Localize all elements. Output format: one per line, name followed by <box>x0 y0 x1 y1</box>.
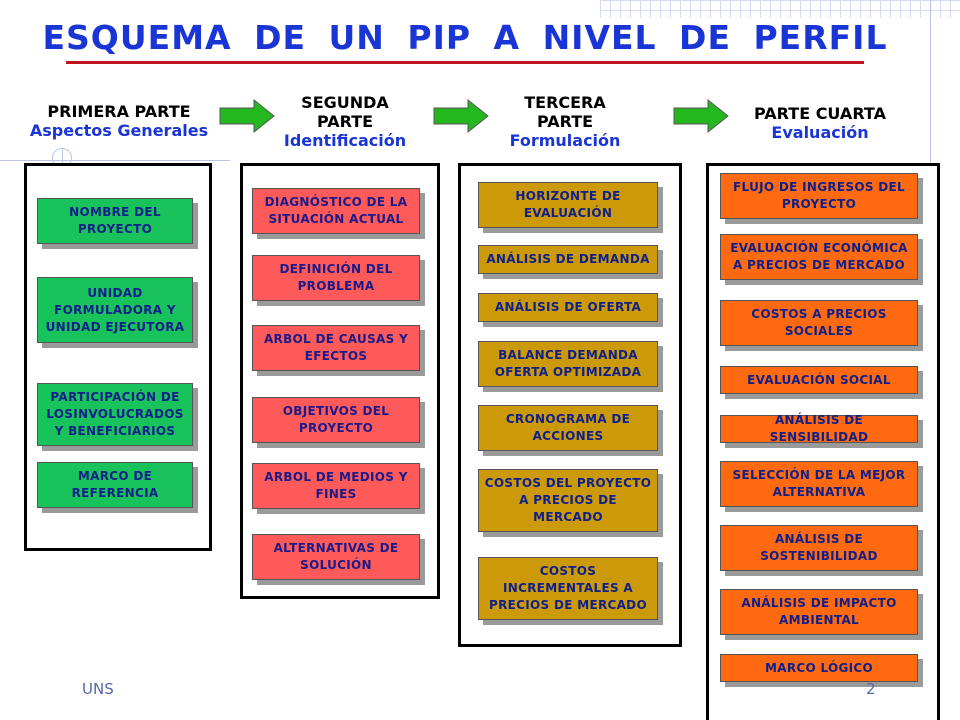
heading-subtitle: Formulación <box>509 131 621 150</box>
slide-title: ESQUEMA DE UN PIP A NIVEL DE PERFIL <box>42 18 888 57</box>
heading-title: PARTE CUARTA <box>754 104 886 123</box>
item-box: EVALUACIÓN SOCIAL <box>720 366 918 394</box>
item-box: ANÁLISIS DE OFERTA <box>478 293 658 322</box>
item-box: SELECCIÓN DE LA MEJOR ALTERNATIVA <box>720 461 918 507</box>
item-box: FLUJO DE INGRESOS DEL PROYECTO <box>720 173 918 219</box>
item-box: COSTOS DEL PROYECTO A PRECIOS DE MERCADO <box>478 469 658 532</box>
column-segunda-parte <box>240 163 440 599</box>
item-box: EVALUACIÓN ECONÓMICA A PRECIOS DE MERCAD… <box>720 234 918 280</box>
arrow-right-icon <box>433 98 489 134</box>
item-box: ANÁLISIS DE DEMANDA <box>478 245 658 274</box>
footer-label: UNS <box>82 680 114 698</box>
title-underline <box>66 61 864 64</box>
item-box: MARCO LÓGICO <box>720 654 918 682</box>
item-box: ANÁLISIS DE SENSIBILIDAD <box>720 413 918 444</box>
item-box: OBJETIVOS DEL PROYECTO <box>252 397 420 443</box>
item-box: HORIZONTE DE EVALUACIÓN <box>478 182 658 228</box>
item-box: DEFINICIÓN DEL PROBLEMA <box>252 255 420 301</box>
decorative-line <box>0 160 230 161</box>
item-box: MARCO DE REFERENCIA <box>37 462 193 508</box>
item-box: COSTOS A PRECIOS SOCIALES <box>720 300 918 346</box>
heading-title-line2: PARTE <box>536 112 594 131</box>
heading-title-line2: PARTE <box>316 112 374 131</box>
heading-subtitle: Aspectos Generales <box>29 121 209 140</box>
item-box: DIAGNÓSTICO DE LA SITUACIÓN ACTUAL <box>252 188 420 234</box>
item-box: ARBOL DE CAUSAS Y EFECTOS <box>252 325 420 371</box>
heading-primera-parte: PRIMERA PARTE Aspectos Generales <box>22 102 216 140</box>
item-box: UNIDAD FORMULADORA Y UNIDAD EJECUTORA <box>37 277 193 343</box>
heading-title: PRIMERA PARTE <box>47 102 191 121</box>
heading-subtitle: Evaluación <box>771 123 869 142</box>
heading-segunda-parte: SEGUNDA PARTE Identificación <box>270 93 420 150</box>
item-box: PARTICIPACIÓN DE LOSINVOLUCRADOS Y BENEF… <box>37 383 193 446</box>
item-box: ANÁLISIS DE SOSTENIBILIDAD <box>720 525 918 571</box>
heading-tercera-parte: TERCERA PARTE Formulación <box>490 93 640 150</box>
heading-title: TERCERA <box>524 93 606 112</box>
item-box: ARBOL DE MEDIOS Y FINES <box>252 463 420 509</box>
decorative-grid <box>600 0 960 18</box>
arrow-right-icon <box>673 98 729 134</box>
item-box: BALANCE DEMANDA OFERTA OPTIMIZADA <box>478 341 658 387</box>
heading-subtitle: Identificación <box>283 131 407 150</box>
heading-title: SEGUNDA <box>301 93 389 112</box>
heading-parte-cuarta: PARTE CUARTA Evaluación <box>740 104 900 142</box>
page-number: 2 <box>866 680 876 698</box>
item-box: CRONOGRAMA DE ACCIONES <box>478 405 658 451</box>
item-box: NOMBRE DEL PROYECTO <box>37 198 193 244</box>
item-box: ALTERNATIVAS DE SOLUCIÓN <box>252 534 420 580</box>
item-box: ANÁLISIS DE IMPACTO AMBIENTAL <box>720 589 918 635</box>
item-box: COSTOS INCREMENTALES A PRECIOS DE MERCAD… <box>478 557 658 620</box>
arrow-right-icon <box>219 98 275 134</box>
